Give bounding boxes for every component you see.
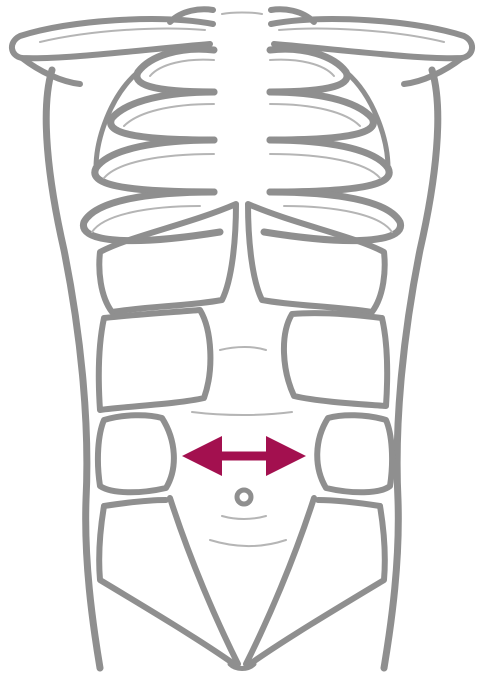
double-arrow-icon [182, 436, 306, 476]
pelvic-region [99, 498, 385, 669]
navel-icon [237, 490, 251, 504]
right-ribs [264, 49, 401, 240]
left-ribs [83, 49, 220, 240]
